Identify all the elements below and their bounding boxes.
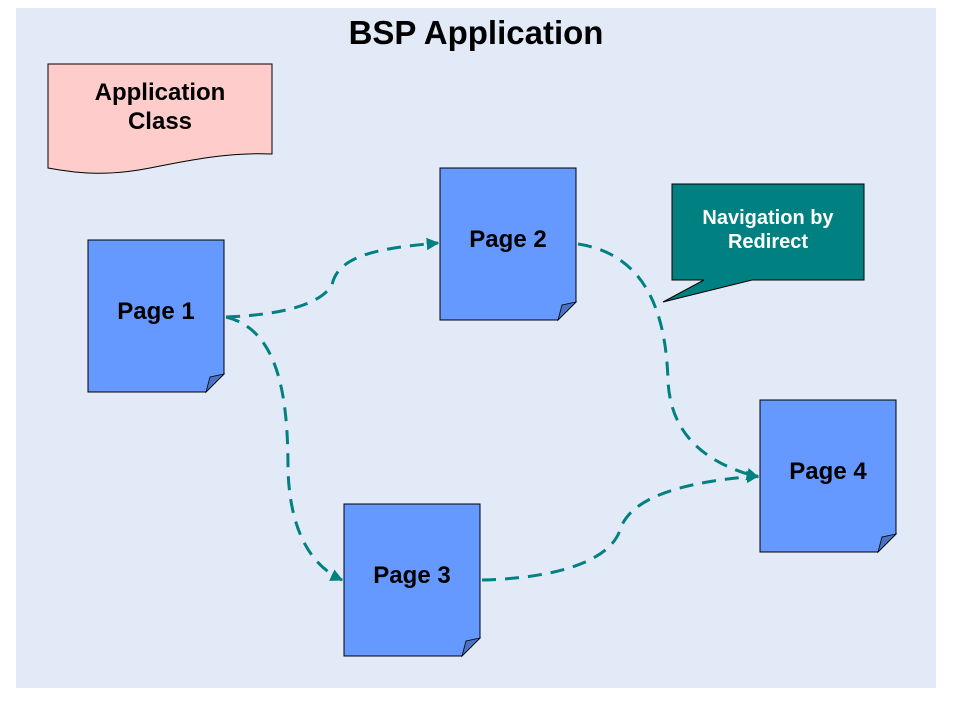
diagram-title: BSP Application [348, 14, 604, 51]
callout-line1: Navigation by [702, 207, 834, 229]
page2-label: Page 2 [469, 225, 547, 253]
application-class-shape [47, 63, 273, 174]
page3-shape [343, 503, 482, 658]
callout-line2: Redirect [727, 231, 809, 253]
application-class-line2: Class [127, 108, 193, 135]
connector-page2-to-page4 [577, 242, 760, 481]
page1-label: Page 1 [117, 297, 195, 325]
page2-shape [439, 167, 578, 322]
page4-shape [759, 399, 898, 554]
page1-shape [87, 239, 226, 394]
page4-label: Page 4 [789, 457, 867, 485]
connector-page3-to-page4 [481, 470, 760, 582]
callout-shape [662, 183, 865, 303]
callout-label: Navigation by Redirect [672, 200, 864, 260]
application-class-label: Application Class [48, 76, 272, 140]
connector-page1-to-page2 [225, 237, 440, 319]
connector-page1-to-page3 [225, 315, 344, 582]
application-class-line1: Application [94, 79, 226, 107]
page3-label: Page 3 [373, 561, 451, 589]
